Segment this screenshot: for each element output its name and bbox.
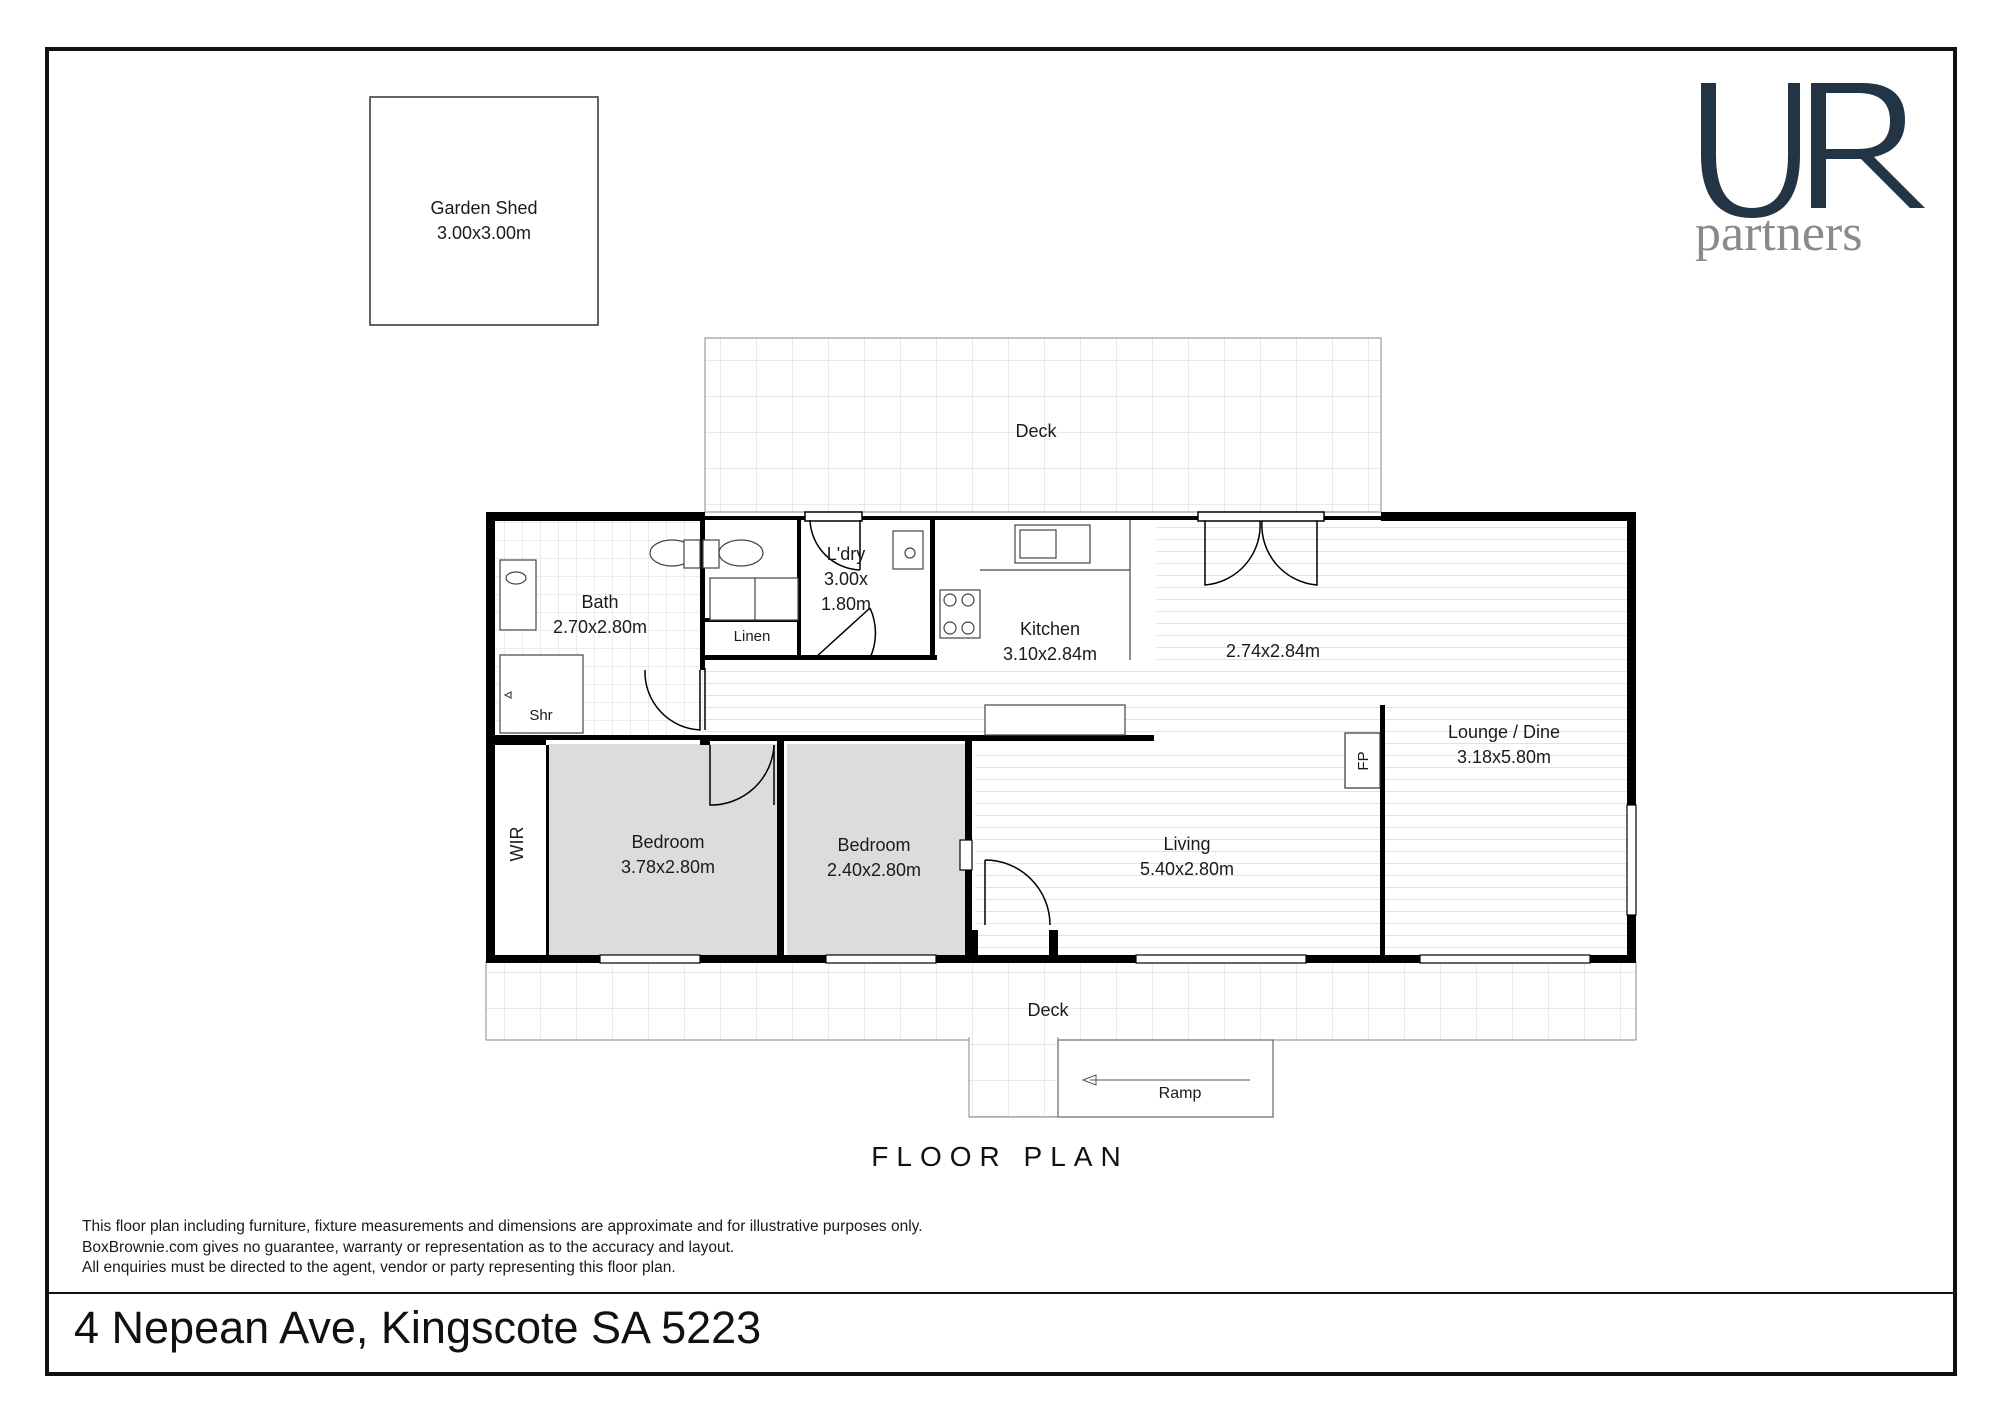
bedroom1-wir-divider bbox=[546, 745, 549, 955]
disclaimer-line-3: All enquiries must be directed to the ag… bbox=[82, 1259, 676, 1276]
ur-partners-logo: partners bbox=[1695, 83, 1925, 262]
laundry-size-2: 1.80m bbox=[821, 594, 871, 614]
lounge-name: Lounge / Dine bbox=[1448, 722, 1560, 742]
disclaimer-line-1: This floor plan including furniture, fix… bbox=[82, 1218, 923, 1235]
bath-fixtures bbox=[499, 530, 924, 734]
laundry-size-1: 3.00x bbox=[824, 569, 868, 589]
bath-name: Bath bbox=[581, 592, 618, 612]
doors bbox=[644, 511, 1325, 926]
front-deck-label: Deck bbox=[1027, 1000, 1069, 1020]
linen-label: Linen bbox=[734, 628, 771, 645]
ramp-label: Ramp bbox=[1159, 1085, 1202, 1102]
bedroom1-size: 3.78x2.80m bbox=[621, 857, 715, 877]
garden-shed-size: 3.00x3.00m bbox=[437, 223, 531, 243]
bedroom2-size: 2.40x2.80m bbox=[827, 860, 921, 880]
kitchen-name: Kitchen bbox=[1020, 619, 1080, 639]
fireplace-label: FP bbox=[1355, 751, 1372, 770]
living-size: 5.40x2.80m bbox=[1140, 859, 1234, 879]
bedroom2-name: Bedroom bbox=[837, 835, 910, 855]
dining-floor bbox=[1157, 520, 1627, 740]
front-deck-step bbox=[968, 1037, 1059, 1118]
laundry-name: L'dry bbox=[827, 544, 865, 564]
bedroom1-floor bbox=[548, 744, 781, 955]
wir-label: WIR bbox=[507, 827, 527, 862]
rear-deck-label: Deck bbox=[1015, 421, 1057, 441]
bedroom2-floor bbox=[787, 744, 969, 955]
bath-size: 2.70x2.80m bbox=[553, 617, 647, 637]
property-address: 4 Nepean Ave, Kingscote SA 5223 bbox=[74, 1302, 762, 1353]
kitchen-size: 3.10x2.84m bbox=[1003, 644, 1097, 664]
living-name: Living bbox=[1163, 834, 1210, 854]
garden-shed bbox=[369, 96, 599, 326]
disclaimer-line-2: BoxBrownie.com gives no guarantee, warra… bbox=[82, 1238, 735, 1256]
front-deck bbox=[485, 961, 1637, 1041]
front-deck-gap-cover bbox=[970, 1036, 1057, 1042]
garden-shed-name: Garden Shed bbox=[430, 198, 537, 218]
wir-closet bbox=[495, 745, 548, 955]
ramp-arrow-head bbox=[1081, 1074, 1097, 1086]
logo-sub-text: partners bbox=[1695, 205, 1862, 262]
floor-plan-title: FLOOR PLAN bbox=[871, 1141, 1129, 1172]
kitchen-fixtures bbox=[939, 520, 1131, 736]
rear-deck bbox=[704, 337, 1382, 513]
fireplace bbox=[1344, 732, 1381, 789]
page-frame bbox=[45, 47, 1957, 1376]
living-floor bbox=[975, 744, 1383, 955]
lounge-floor bbox=[1383, 710, 1627, 955]
disclaimer: This floor plan including furniture, fix… bbox=[82, 1217, 923, 1279]
windows bbox=[599, 804, 1637, 964]
shower-label: Shr bbox=[529, 707, 552, 724]
lounge-size: 3.18x5.80m bbox=[1457, 747, 1551, 767]
ramp bbox=[1057, 1039, 1274, 1118]
bedroom1-name: Bedroom bbox=[631, 832, 704, 852]
dining-size: 2.74x2.84m bbox=[1226, 641, 1320, 661]
